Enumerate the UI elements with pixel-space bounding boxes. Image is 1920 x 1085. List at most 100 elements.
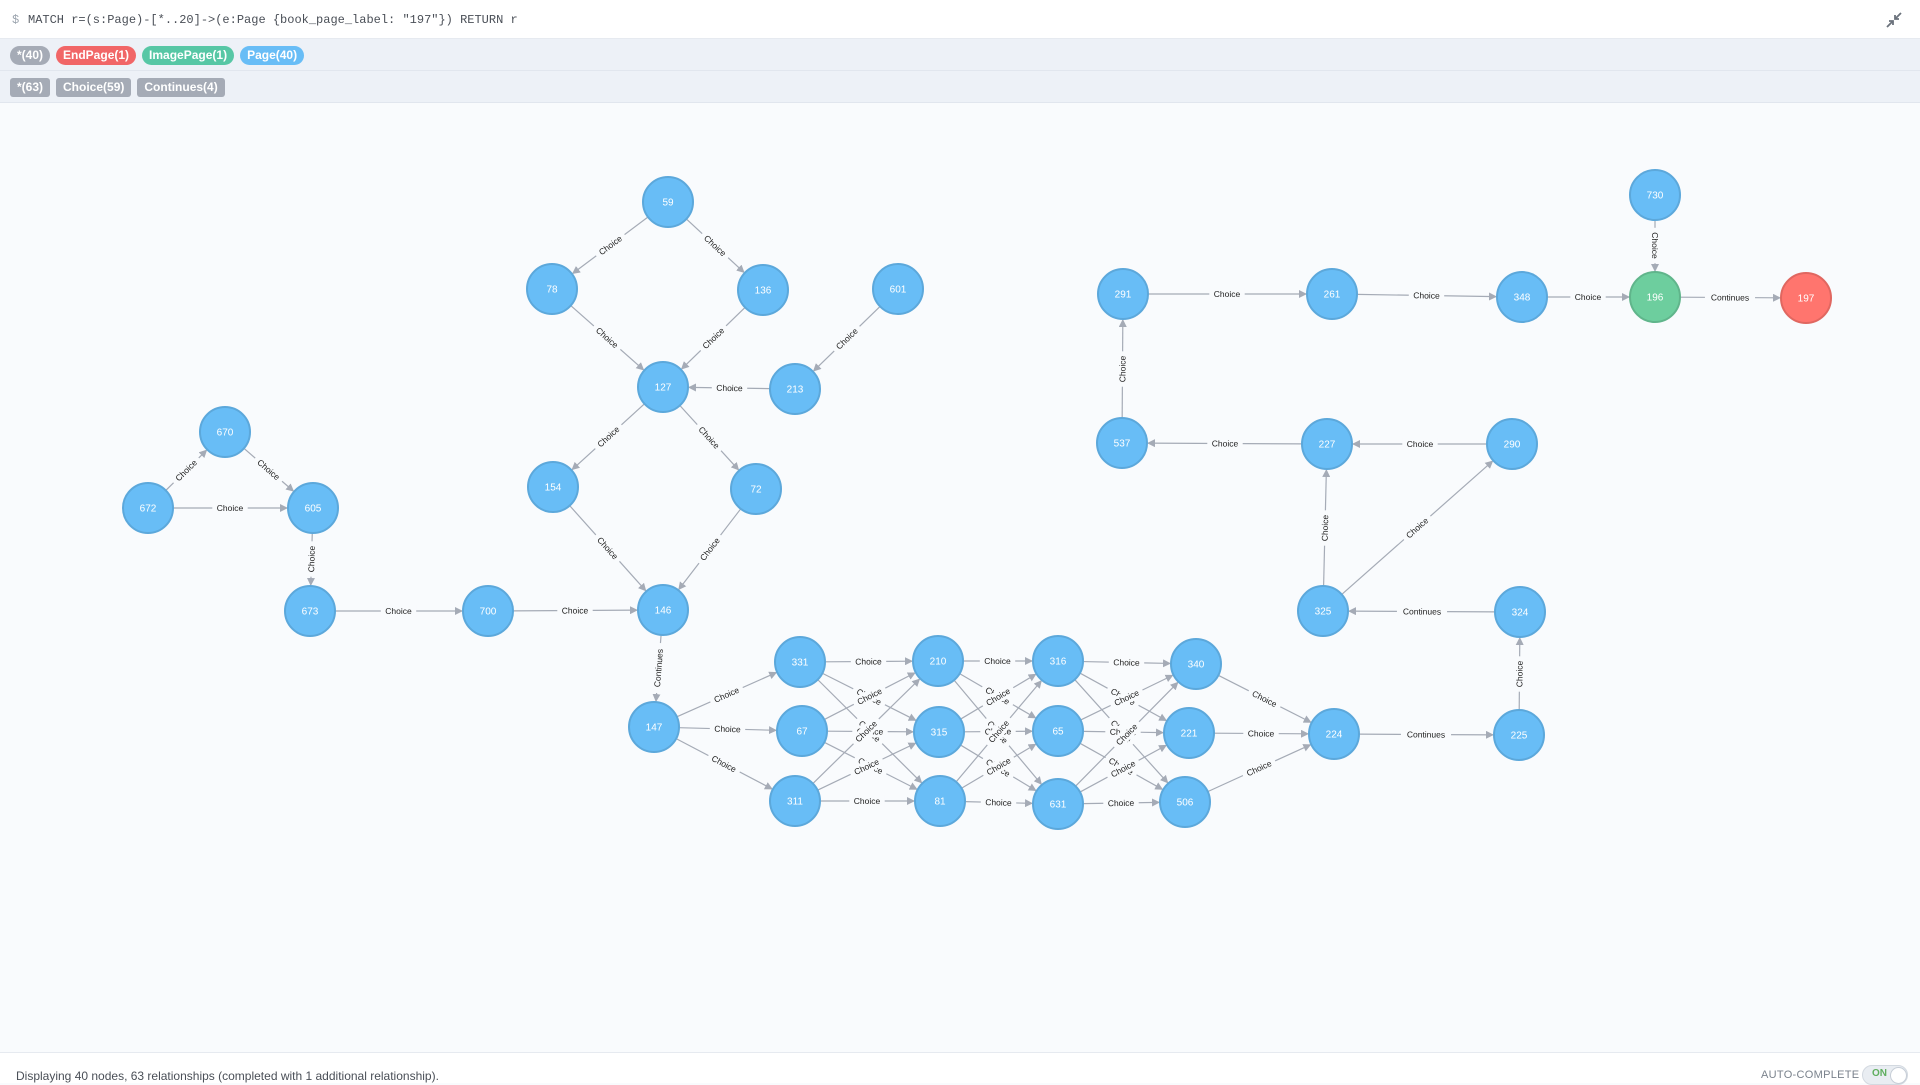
relationship-348-196[interactable]: Choice — [1547, 291, 1630, 303]
node-circle[interactable] — [1496, 271, 1548, 323]
node-59[interactable]: 59 — [642, 176, 694, 228]
relationship-673-700[interactable]: Choice — [335, 605, 463, 617]
node-circle[interactable] — [1297, 585, 1349, 637]
relationship-147-67[interactable]: Choice — [678, 722, 778, 736]
node-circle[interactable] — [462, 585, 514, 637]
node-circle[interactable] — [1032, 778, 1084, 830]
relationship-261-348[interactable]: Choice — [1356, 289, 1498, 302]
relationship-65-340[interactable]: Choice — [1080, 674, 1174, 721]
node-311[interactable]: 311 — [769, 775, 821, 827]
node-146[interactable]: 146 — [637, 584, 689, 636]
node-circle[interactable] — [1301, 418, 1353, 470]
node-circle[interactable] — [1629, 271, 1681, 323]
node-227[interactable]: 227 — [1301, 418, 1353, 470]
node-label-pill-all[interactable]: *(40) — [10, 46, 51, 65]
node-331[interactable]: 331 — [774, 636, 826, 688]
node-circle[interactable] — [1308, 708, 1360, 760]
node-700[interactable]: 700 — [462, 585, 514, 637]
relationship-81-65[interactable]: Choice — [961, 743, 1037, 789]
relationship-78-127[interactable]: Choice — [570, 305, 645, 371]
node-673[interactable]: 673 — [284, 585, 336, 637]
node-circle[interactable] — [1032, 705, 1084, 757]
node-290[interactable]: 290 — [1486, 418, 1538, 470]
relationship-72-146[interactable]: Choice — [678, 508, 742, 591]
node-circle[interactable] — [776, 705, 828, 757]
node-348[interactable]: 348 — [1496, 271, 1548, 323]
node-315[interactable]: 315 — [913, 706, 965, 758]
node-circle[interactable] — [1097, 268, 1149, 320]
node-670[interactable]: 670 — [199, 406, 251, 458]
node-147[interactable]: 147 — [628, 701, 680, 753]
node-197[interactable]: 197 — [1780, 272, 1832, 324]
relationship-670-605[interactable]: Choice — [243, 447, 295, 492]
relationship-224-225[interactable]: Continues — [1358, 728, 1495, 741]
collapse-icon[interactable] — [1884, 10, 1904, 30]
node-label-pill-page[interactable]: Page(40) — [240, 46, 305, 65]
node-circle[interactable] — [527, 461, 579, 513]
relationship-213-127[interactable]: Choice — [687, 381, 771, 395]
query-text[interactable]: MATCH r=(s:Page)-[*..20]->(e:Page {book_… — [28, 13, 518, 27]
node-224[interactable]: 224 — [1308, 708, 1360, 760]
node-circle[interactable] — [912, 635, 964, 687]
node-210[interactable]: 210 — [912, 635, 964, 687]
relationship-227-537[interactable]: Choice — [1146, 437, 1303, 450]
node-136[interactable]: 136 — [737, 264, 789, 316]
relationship-type-pill-all[interactable]: *(63) — [10, 78, 51, 97]
node-circle[interactable] — [637, 361, 689, 413]
node-631[interactable]: 631 — [1032, 778, 1084, 830]
relationship-316-340[interactable]: Choice — [1082, 656, 1172, 669]
node-67[interactable]: 67 — [776, 705, 828, 757]
node-circle[interactable] — [628, 701, 680, 753]
autocomplete-toggle[interactable]: ON — [1862, 1065, 1908, 1085]
node-circle[interactable] — [1494, 586, 1546, 638]
relationship-672-670[interactable]: Choice — [165, 449, 208, 491]
node-261[interactable]: 261 — [1306, 268, 1358, 320]
relationship-325-227[interactable]: Choice — [1318, 468, 1332, 587]
node-circle[interactable] — [774, 636, 826, 688]
node-221[interactable]: 221 — [1163, 707, 1215, 759]
relationship-196-197[interactable]: Continues — [1679, 291, 1782, 304]
node-316[interactable]: 316 — [1032, 635, 1084, 687]
node-circle[interactable] — [913, 706, 965, 758]
relationship-210-316[interactable]: Choice — [963, 655, 1033, 667]
node-circle[interactable] — [1780, 272, 1832, 324]
node-circle[interactable] — [284, 585, 336, 637]
node-65[interactable]: 65 — [1032, 705, 1084, 757]
node-72[interactable]: 72 — [730, 463, 782, 515]
node-circle[interactable] — [872, 263, 924, 315]
node-213[interactable]: 213 — [769, 363, 821, 415]
relationship-537-291[interactable]: Choice — [1116, 318, 1129, 419]
relationship-146-147[interactable]: Continues — [650, 634, 667, 703]
node-circle[interactable] — [199, 406, 251, 458]
relationship-311-315[interactable]: Choice — [817, 742, 917, 791]
relationship-221-224[interactable]: Choice — [1213, 727, 1310, 740]
relationship-605-673[interactable]: Choice — [305, 532, 319, 587]
relationship-136-127[interactable]: Choice — [680, 306, 746, 370]
relationship-506-224[interactable]: Choice — [1207, 744, 1312, 793]
relationship-225-324[interactable]: Choice — [1513, 636, 1526, 711]
node-circle[interactable] — [1306, 268, 1358, 320]
node-circle[interactable] — [1170, 638, 1222, 690]
relationship-59-78[interactable]: Choice — [571, 216, 649, 274]
node-circle[interactable] — [769, 363, 821, 415]
relationship-730-196[interactable]: Choice — [1649, 220, 1661, 272]
relationship-325-290[interactable]: Choice — [1341, 460, 1494, 595]
relationship-59-136[interactable]: Choice — [685, 218, 745, 274]
node-324[interactable]: 324 — [1494, 586, 1546, 638]
node-730[interactable]: 730 — [1629, 169, 1681, 221]
node-label-pill-imagepage[interactable]: ImagePage(1) — [142, 46, 235, 65]
relationship-601-213[interactable]: Choice — [812, 305, 881, 372]
relationship-672-605[interactable]: Choice — [173, 502, 288, 514]
node-601[interactable]: 601 — [872, 263, 924, 315]
node-circle[interactable] — [1493, 709, 1545, 761]
node-605[interactable]: 605 — [287, 482, 339, 534]
relationship-147-331[interactable]: Choice — [676, 671, 778, 718]
relationship-700-146[interactable]: Choice — [512, 604, 639, 617]
node-circle[interactable] — [769, 775, 821, 827]
relationship-147-311[interactable]: Choice — [675, 738, 773, 790]
node-circle[interactable] — [1629, 169, 1681, 221]
node-340[interactable]: 340 — [1170, 638, 1222, 690]
node-325[interactable]: 325 — [1297, 585, 1349, 637]
node-circle[interactable] — [637, 584, 689, 636]
